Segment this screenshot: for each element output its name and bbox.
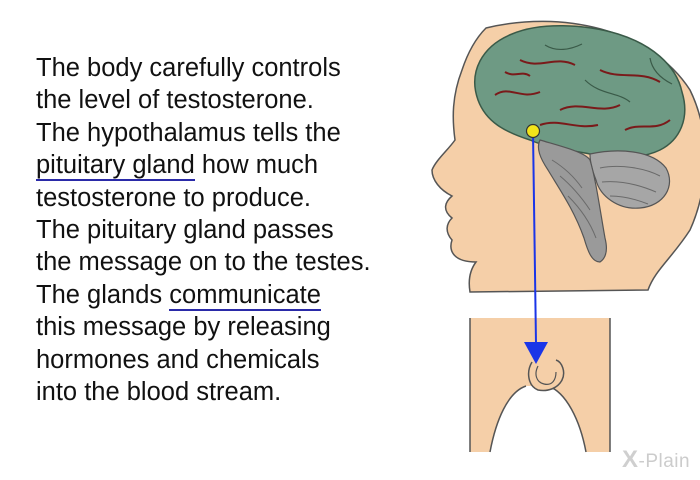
text-line-6: The pituitary gland passes [36, 216, 334, 245]
text-line-8-start: The glands [36, 280, 170, 309]
xplain-logo: X-Plain [622, 446, 690, 474]
text-line-1: The body carefully controls [36, 54, 341, 82]
logo-x: X [622, 446, 639, 473]
signal-arrow-icon [524, 131, 548, 364]
text-line-5: testosterone to produce. [36, 183, 312, 212]
text-line-4-rest: how much [194, 151, 319, 180]
text-line-8: The glands communicate [36, 279, 436, 311]
logo-text: -Plain [638, 451, 691, 472]
text-line-2: the level of testosterone. [36, 86, 314, 115]
text-line-3: The hypothalamus tells the [36, 118, 341, 147]
brain-icon [474, 25, 686, 159]
communicate-link[interactable]: communicate [169, 280, 321, 311]
testes-icon [527, 359, 565, 392]
brainstem-icon [537, 139, 607, 263]
hypothalamus-dot-icon [525, 123, 541, 139]
explanation-text: The body carefully controls the level of… [36, 52, 436, 408]
text-line-7: the message on to the testes. [36, 248, 371, 277]
text-line-4: pituitary gland how much [36, 149, 436, 182]
text-line-11: into the blood stream. [36, 378, 282, 407]
text-line-9: this message by releasing [36, 313, 331, 342]
pituitary-gland-link[interactable]: pituitary gland [36, 151, 195, 182]
text-line-10: hormones and chemicals [36, 345, 320, 374]
